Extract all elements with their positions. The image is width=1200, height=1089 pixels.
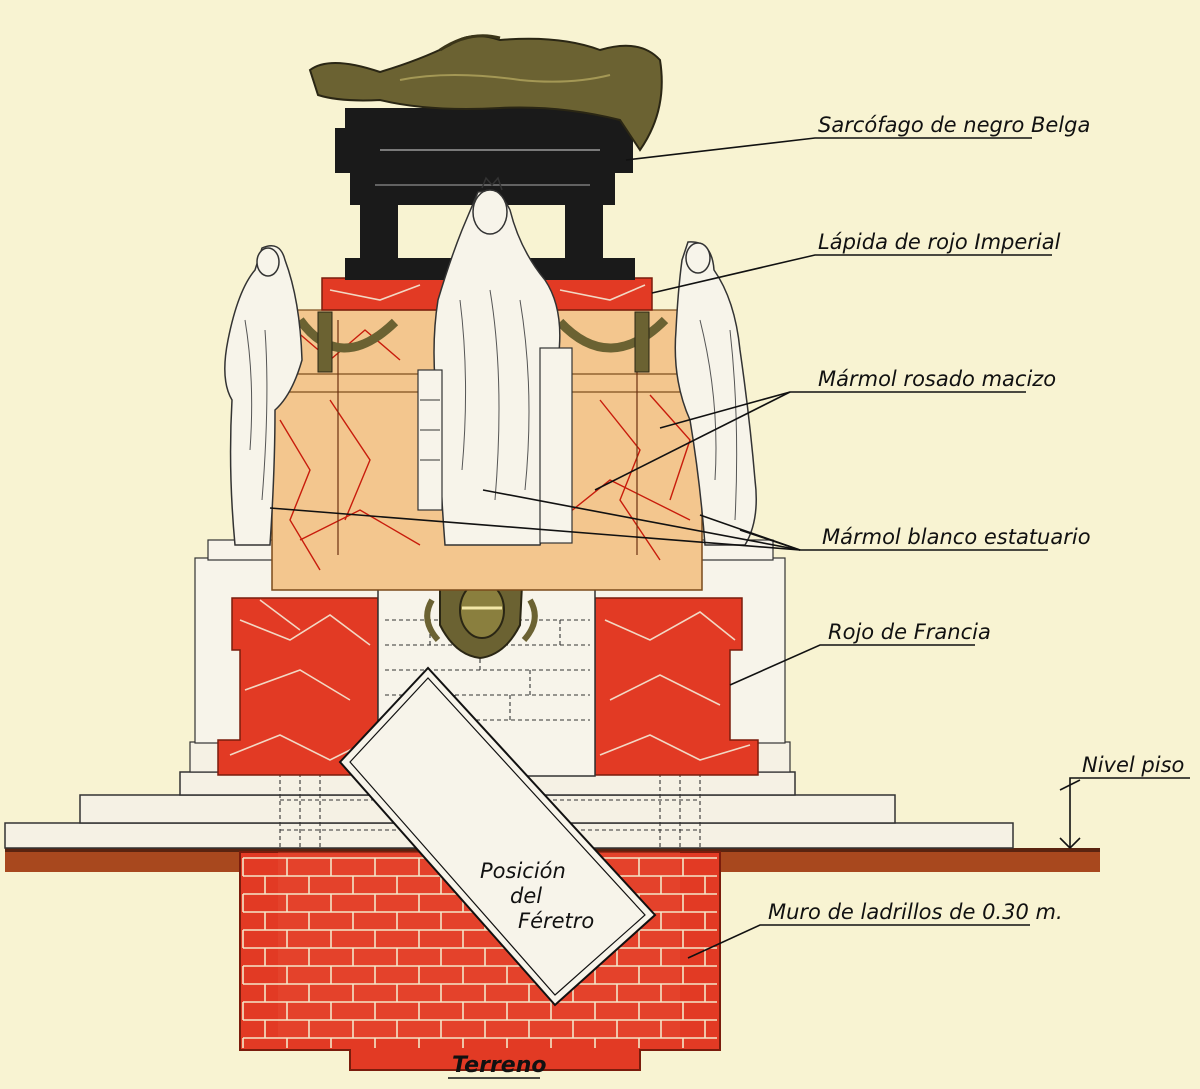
label-sarcofago: Sarcófago de negro Belga <box>818 113 1090 137</box>
coffin-label-line1: Posición <box>480 859 566 883</box>
coffin-label-line3: Féretro <box>518 909 594 933</box>
label-marmol-blanco: Mármol blanco estatuario <box>822 525 1091 549</box>
statue-left <box>224 245 303 546</box>
label-rojo-francia: Rojo de Francia <box>828 620 991 644</box>
bronze-garland-right <box>556 311 669 373</box>
label-lapida: Lápida de rojo Imperial <box>818 230 1061 254</box>
bronze-recumbent-figure <box>308 34 663 152</box>
label-terreno: Terreno <box>452 1053 547 1078</box>
statue-center <box>417 176 573 546</box>
label-muro-ladrillos: Muro de ladrillos de 0.30 m. <box>768 900 1063 924</box>
leader-lines <box>269 137 1190 959</box>
bronze-garland-left <box>296 311 399 373</box>
statue-right <box>674 241 757 546</box>
coffin-label-line2: del <box>510 884 542 908</box>
red-base-right <box>594 597 759 776</box>
label-marmol-rosado: Mármol rosado macizo <box>818 367 1056 391</box>
label-nivel-piso: Nivel piso <box>1082 753 1184 777</box>
coffin-position <box>338 666 657 1007</box>
